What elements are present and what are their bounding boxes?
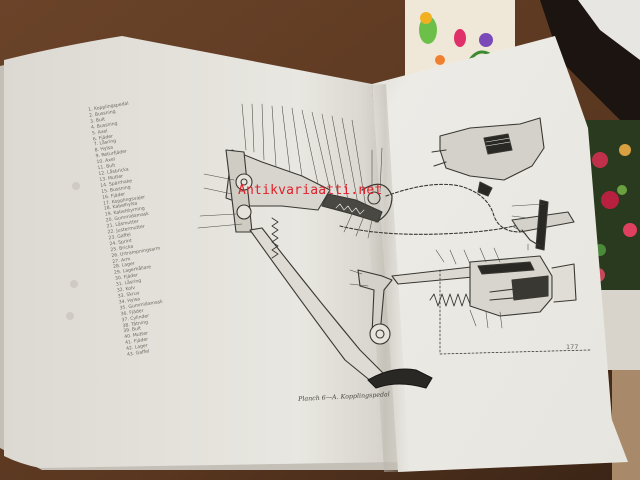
- background-objects: [405, 0, 640, 480]
- return-spring: [271, 217, 279, 259]
- right-page: [372, 36, 628, 472]
- watermark: Antikvariaatti.net: [238, 183, 383, 198]
- coil-spring: [429, 293, 471, 307]
- leader-lines: [197, 103, 545, 329]
- left-page: [4, 36, 398, 468]
- clutch-pedal-diagram: [197, 103, 591, 389]
- page-number: 177: [566, 343, 579, 351]
- open-book: [0, 36, 628, 472]
- cable-path: [385, 183, 521, 233]
- binding-holes: [66, 182, 80, 320]
- pedal-pad: [367, 368, 433, 389]
- pivot-bushing: [235, 173, 253, 191]
